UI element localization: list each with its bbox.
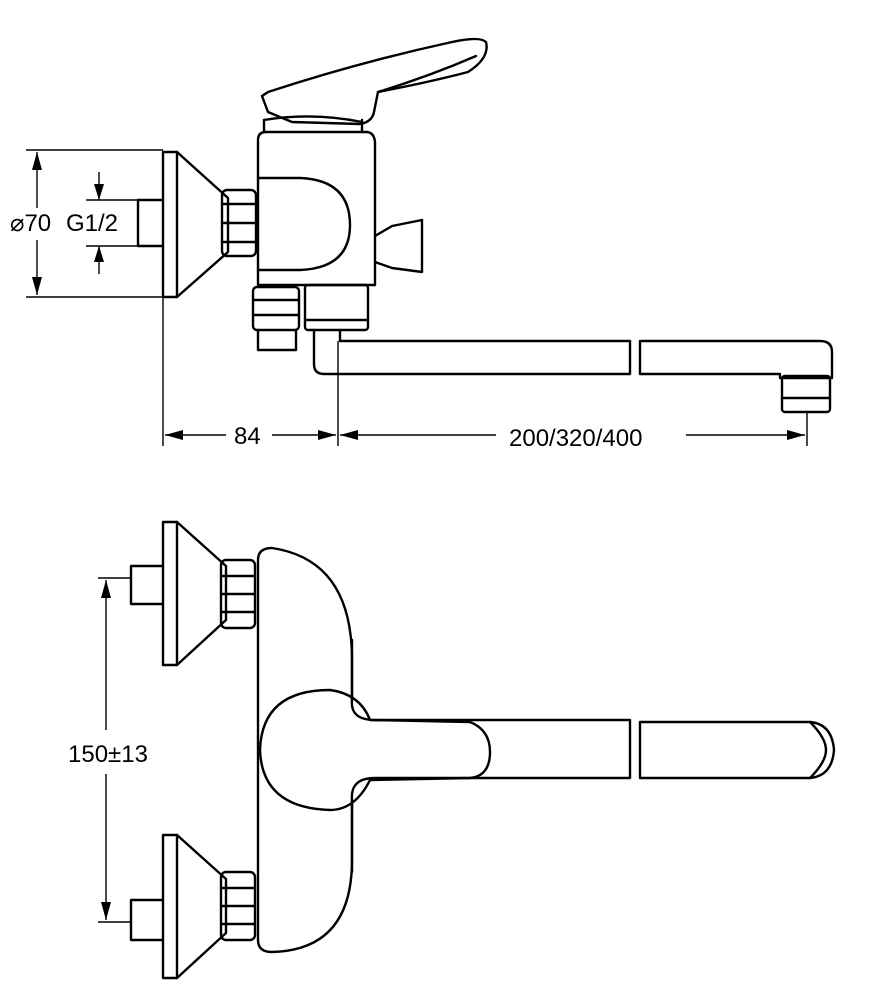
top-spout bbox=[638, 720, 836, 780]
dim-inlet-spacing bbox=[98, 577, 131, 923]
top-mixer-body bbox=[256, 546, 632, 954]
dim-wall-offset bbox=[165, 430, 336, 440]
top-lever-handle bbox=[258, 688, 492, 812]
side-spout-connector bbox=[303, 283, 370, 332]
side-lever-handle bbox=[260, 37, 488, 126]
top-flange-lower bbox=[129, 833, 257, 980]
side-aerator bbox=[780, 374, 832, 414]
side-diverter-knob bbox=[373, 218, 424, 274]
label-spout-length: 200/320/400 bbox=[509, 425, 642, 452]
dim-thread bbox=[86, 172, 138, 274]
side-hex-nut bbox=[220, 188, 258, 258]
side-inlet-pipe bbox=[136, 198, 165, 248]
label-flange-diameter: ⌀70 bbox=[10, 210, 51, 237]
label-thread: G1/2 bbox=[66, 210, 118, 237]
top-flange-upper bbox=[129, 520, 257, 667]
side-outlet-left bbox=[251, 285, 301, 352]
top-view: 150±13 bbox=[68, 520, 836, 980]
dim-spout-length bbox=[340, 430, 805, 440]
dim-flange-diameter bbox=[26, 149, 163, 298]
side-mixer-body bbox=[256, 115, 377, 287]
label-wall-offset: 84 bbox=[234, 423, 261, 450]
side-spout bbox=[312, 328, 834, 380]
side-wall-flange bbox=[161, 150, 230, 299]
side-view: ⌀70 G1/2 84 200/320/400 bbox=[10, 37, 834, 452]
label-inlet-spacing: 150±13 bbox=[68, 741, 148, 768]
